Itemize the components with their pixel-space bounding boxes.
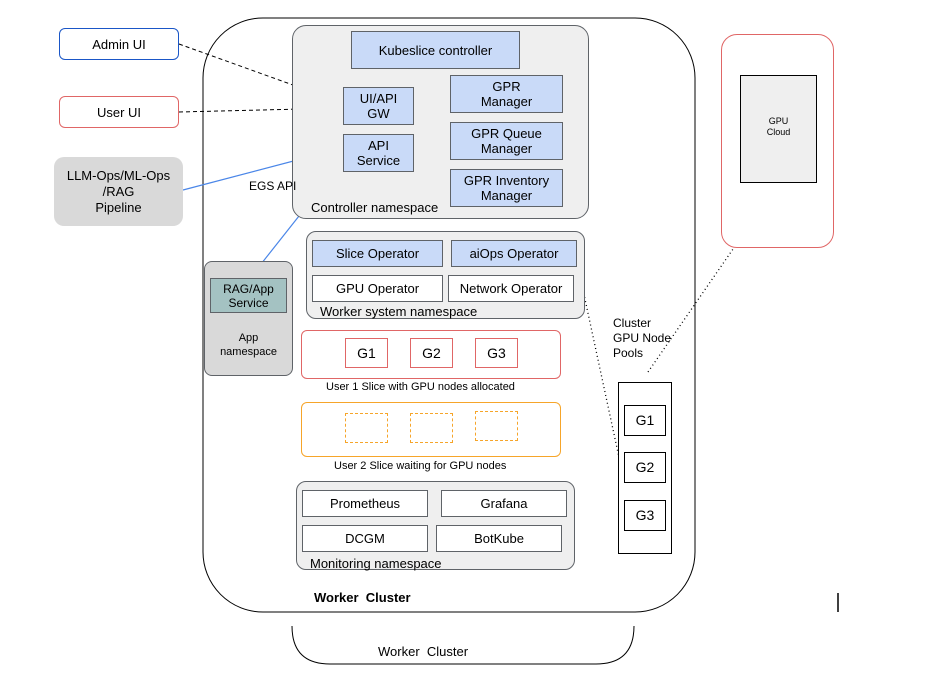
user2-empty-node-2 [410,413,453,443]
user-ui-box: User UI [59,96,179,128]
pool-node-g3: G3 [624,500,666,531]
pool-node-g1: G1 [624,405,666,436]
user1-node-g2: G2 [410,338,453,368]
worker-cluster-label: Worker Cluster [314,590,411,605]
gpu-cloud-label: GPU Cloud [766,116,791,137]
api-service-box: API Service [343,134,414,172]
admin-gw-link [178,43,344,104]
user2-empty-node-3 [475,411,518,441]
ui-api-gw-box: UI/API GW [343,87,414,125]
monitoring-namespace-label: Monitoring namespace [310,556,442,571]
network-operator-box: Network Operator [448,275,574,302]
worker-system-namespace-label: Worker system namespace [320,304,478,319]
gpr-queue-manager-box: GPR Queue Manager [450,122,563,160]
dcgm-box: DCGM [302,525,428,552]
rag-app-service-box: RAG/App Service [210,278,287,313]
pipeline-box: LLM-Ops/ML-Ops /RAG Pipeline [54,157,183,226]
user1-slice-caption: User 1 Slice with GPU nodes allocated [326,381,515,393]
user2-empty-node-1 [345,413,388,443]
user1-node-g3: G3 [475,338,518,368]
controller-namespace-label: Controller namespace [311,200,439,215]
worker-cluster-outline [202,17,696,613]
gpu-operator-box: GPU Operator [312,275,443,302]
user1-node-g1: G1 [345,338,388,368]
admin-ui-box: Admin UI [59,28,179,60]
slice-operator-box: Slice Operator [312,240,443,267]
gpr-inventory-manager-box: GPR Inventory Manager [450,169,563,207]
gpu-node-pools-label: Cluster GPU Node Pools [613,316,672,360]
gpr-manager-box: GPR Manager [450,75,563,113]
user2-slice-caption: User 2 Slice waiting for GPU nodes [334,460,507,472]
app-namespace-label: App namespace [220,332,277,358]
prometheus-box: Prometheus [302,490,428,517]
botkube-box: BotKube [436,525,562,552]
gpu-cloud-box: GPU Cloud [740,75,817,183]
grafana-box: Grafana [441,490,567,517]
pool-node-g2: G2 [624,452,666,483]
worker-cluster-2-outline [291,625,635,665]
worker-cluster-2-label: Worker Cluster [378,644,469,659]
kubeslice-controller-box: Kubeslice controller [351,31,520,69]
aiops-operator-box: aiOps Operator [451,240,577,267]
egs-api-label: EGS API [249,179,297,193]
